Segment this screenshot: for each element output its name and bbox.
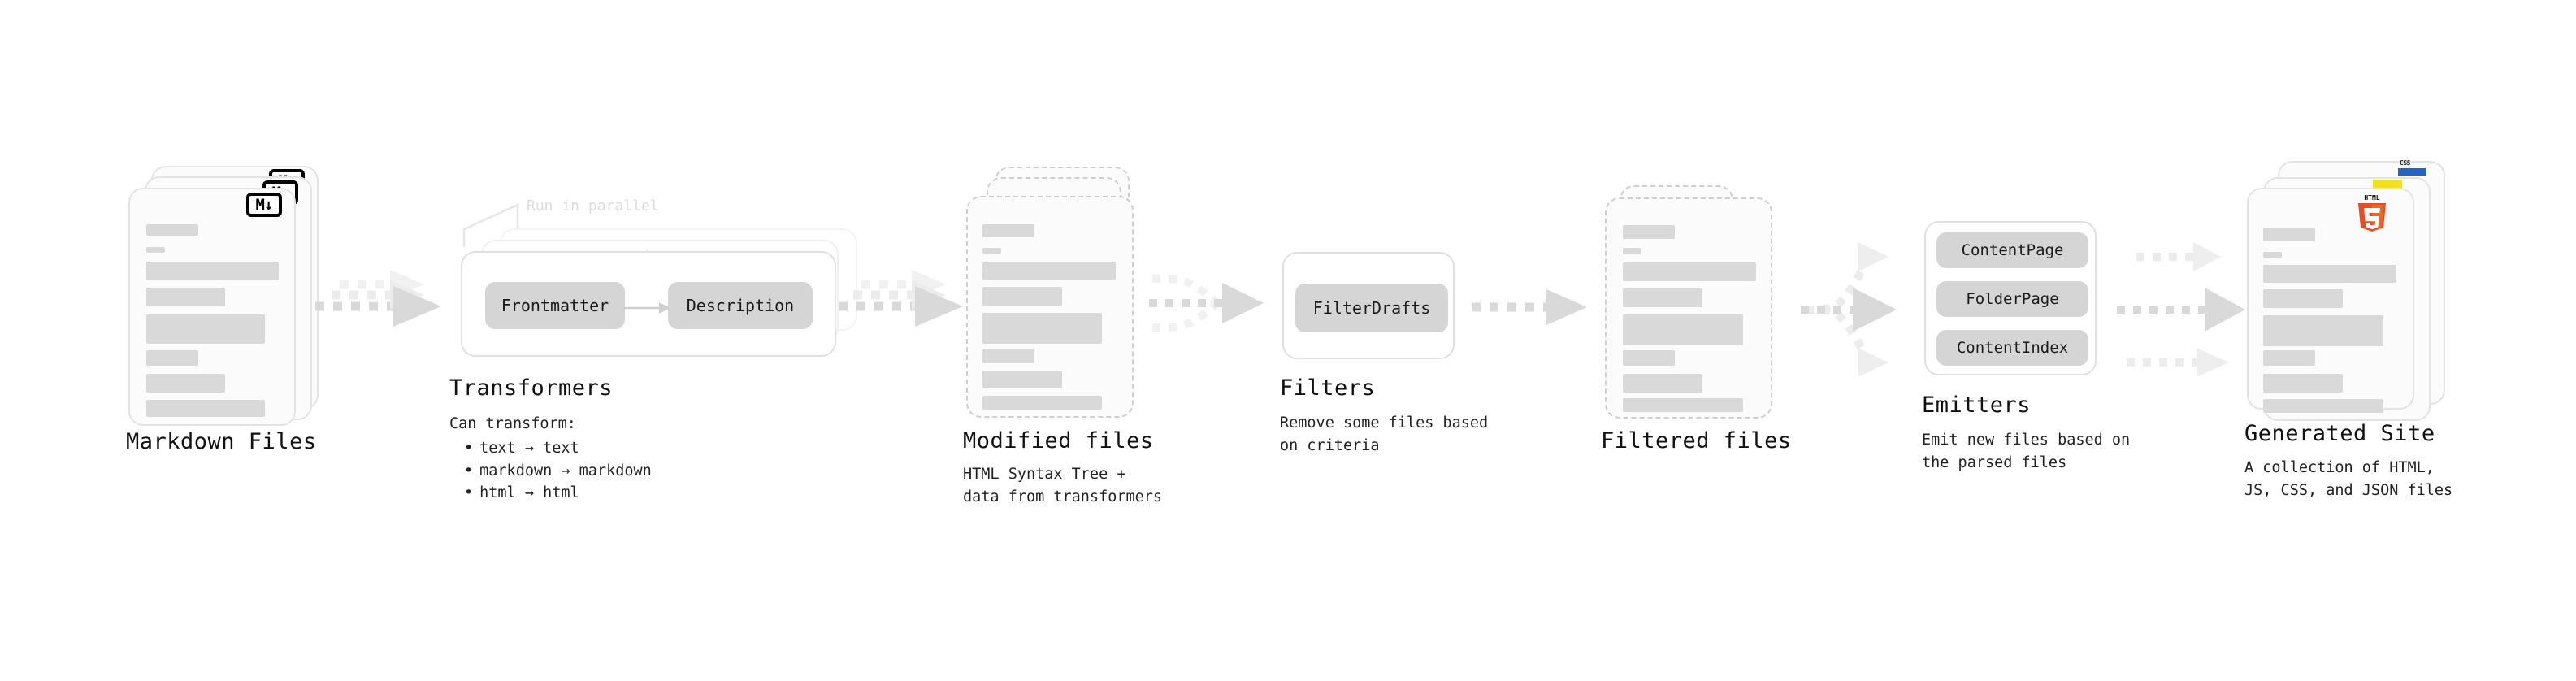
modified-file-front[interactable] xyxy=(966,196,1134,418)
skeleton-line xyxy=(2263,265,2396,283)
skeleton-line xyxy=(982,349,1034,363)
run-in-parallel-note: Run in parallel xyxy=(527,197,659,215)
filters-title: Filters xyxy=(1280,375,1376,401)
generated-file-html[interactable] xyxy=(2247,188,2414,413)
markdown-files-title: Markdown Files xyxy=(126,429,317,454)
emitter-chip-contentpage[interactable]: ContentPage xyxy=(1936,232,2088,268)
transformer-chip-description[interactable]: Description xyxy=(668,282,813,329)
transformers-caption: Can transform: text → text markdown → ma… xyxy=(449,413,652,505)
arrow-markdown-to-transformers xyxy=(309,268,463,358)
skeleton-line xyxy=(1623,314,1743,345)
skeleton-line xyxy=(2263,252,2282,258)
emitter-chip-contentindex[interactable]: ContentIndex xyxy=(1936,330,2088,366)
svg-text:HTML: HTML xyxy=(2364,194,2379,202)
skeleton-line xyxy=(146,350,198,366)
skeleton-line xyxy=(982,262,1116,280)
emitters-title: Emitters xyxy=(1922,393,2032,418)
transformers-title: Transformers xyxy=(449,375,614,401)
skeleton-line xyxy=(1623,374,1702,393)
skeleton-line xyxy=(1623,248,1641,254)
arrow-filtered-to-emitters xyxy=(1788,232,1950,395)
skeleton-line xyxy=(146,262,279,280)
filters-panel[interactable]: FilterDrafts xyxy=(1282,252,1455,359)
skeleton-line xyxy=(146,288,225,306)
skeleton-line xyxy=(2263,315,2383,346)
skeleton-line xyxy=(1623,350,1675,366)
transformer-chip-frontmatter[interactable]: Frontmatter xyxy=(485,282,625,329)
markdown-icon-label: M↓ xyxy=(255,195,274,214)
skeleton-line xyxy=(1623,288,1702,307)
skeleton-line xyxy=(2263,350,2315,366)
skeleton-line xyxy=(1623,398,1743,412)
filtered-files-title: Filtered files xyxy=(1601,428,1792,453)
emitter-chip-folderpage[interactable]: FolderPage xyxy=(1936,281,2088,317)
skeleton-line xyxy=(982,287,1062,306)
transformers-bullet-item: markdown → markdown xyxy=(464,460,652,483)
skeleton-line xyxy=(146,314,265,344)
transformers-bullet-item: html → html xyxy=(464,482,652,505)
css-badge-label: CSS xyxy=(2400,159,2410,167)
markdown-icon: M↓ xyxy=(246,193,282,217)
transformer-arrow-frontmatter-to-description xyxy=(623,299,680,317)
emitters-subtitle: Emit new files based on the parsed files xyxy=(1922,432,2131,471)
markdown-file-front[interactable] xyxy=(128,188,296,426)
transformer-panel-front[interactable]: Frontmatter Description xyxy=(461,251,836,357)
generated-site-subtitle: A collection of HTML, JS, CSS, and JSON … xyxy=(2244,459,2453,499)
skeleton-line xyxy=(982,224,1034,237)
skeleton-line xyxy=(982,371,1062,388)
emitters-panel[interactable]: ContentPage FolderPage ContentIndex xyxy=(1924,221,2097,375)
transformers-caption-header: Can transform: xyxy=(449,415,576,432)
skeleton-line xyxy=(2263,374,2343,393)
transformers-bullet-item: text → text xyxy=(464,437,652,460)
filtered-file-front[interactable] xyxy=(1605,197,1772,419)
run-in-parallel-bracket xyxy=(459,192,549,249)
arrow-modified-to-filters xyxy=(1138,258,1288,356)
skeleton-line xyxy=(2263,399,2383,413)
css-badge: CSS xyxy=(2398,159,2426,176)
arrow-filters-to-filtered xyxy=(1467,286,1597,335)
skeleton-line xyxy=(146,374,225,393)
skeleton-line xyxy=(146,400,265,417)
filters-subtitle: Remove some files based on criteria xyxy=(1280,414,1489,454)
arrow-transformers-to-modified xyxy=(829,268,983,358)
modified-files-subtitle: HTML Syntax Tree + data from transformer… xyxy=(963,466,1163,505)
skeleton-line xyxy=(982,313,1102,344)
skeleton-line xyxy=(2263,289,2343,308)
skeleton-line xyxy=(982,248,1001,254)
skeleton-line xyxy=(1623,262,1756,281)
skeleton-line xyxy=(982,396,1102,410)
skeleton-line xyxy=(2263,228,2315,241)
generated-site-title: Generated Site xyxy=(2244,421,2435,446)
html5-icon: HTML xyxy=(2355,192,2389,234)
skeleton-line xyxy=(146,224,198,236)
modified-files-title: Modified files xyxy=(963,428,1154,453)
skeleton-line xyxy=(146,247,165,253)
filter-chip-filterdrafts[interactable]: FilterDrafts xyxy=(1295,284,1448,332)
transformers-bullet-list: text → text markdown → markdown html → h… xyxy=(449,437,652,505)
skeleton-line xyxy=(1623,225,1675,239)
arrow-emitters-to-site xyxy=(2109,232,2255,395)
